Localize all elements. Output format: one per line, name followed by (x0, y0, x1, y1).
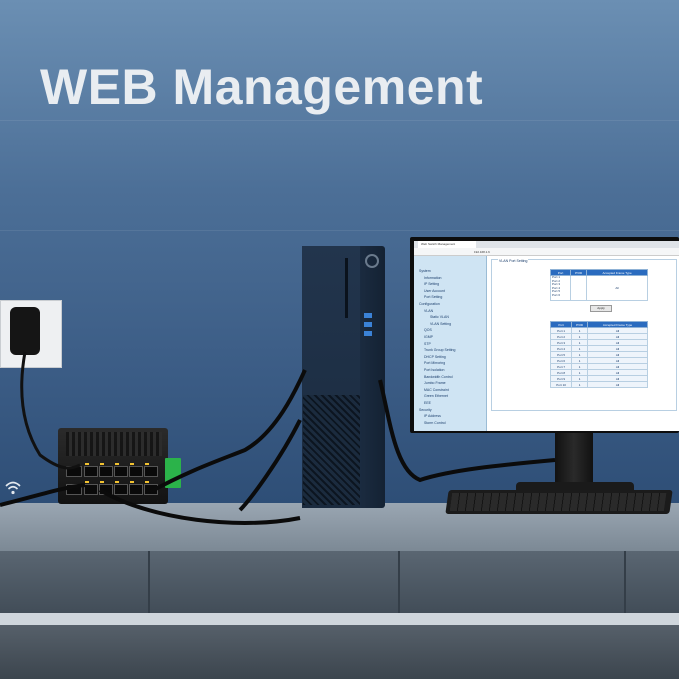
tower-drive-slot (345, 258, 348, 318)
tower-mesh-grille (303, 395, 360, 505)
port-option[interactable]: Port 3 (552, 282, 561, 287)
port-led (100, 463, 104, 465)
port-led (115, 463, 119, 465)
nav-item[interactable]: Information (424, 275, 442, 280)
nav-item[interactable]: Jumbo Frame (424, 381, 446, 386)
nav-item[interactable]: IGMP (424, 335, 433, 339)
nav-item[interactable]: IP Address (424, 414, 441, 419)
desk-front (0, 551, 679, 613)
port-led (85, 463, 89, 465)
ethernet-port (114, 466, 128, 477)
apply-button[interactable]: Apply (590, 305, 612, 312)
ethernet-cable (98, 488, 301, 525)
ethernet-port (99, 466, 113, 477)
monitor-stand-neck (555, 431, 593, 487)
port-option[interactable]: Port 2 (552, 278, 561, 283)
port-option[interactable]: Port 5 (552, 289, 561, 294)
wifi-icon (4, 480, 22, 500)
browser-tab[interactable]: Web Switch Management (418, 241, 476, 248)
usb-port (364, 331, 372, 336)
desk-rail (0, 613, 679, 625)
power-button-icon (365, 254, 379, 268)
nav-item[interactable]: MAC Constraint (424, 387, 449, 392)
nav-item[interactable]: IP Setting (424, 282, 440, 287)
port-led (85, 481, 89, 483)
nav-item[interactable]: System (419, 269, 431, 273)
display-cable (378, 379, 556, 483)
ethernet-cable (238, 419, 302, 512)
ethernet-port (84, 466, 98, 477)
table-cell: Port 10 (549, 381, 573, 388)
headline: WEB Management (40, 59, 484, 115)
frame-type-select[interactable]: All (586, 275, 648, 301)
nav-item[interactable]: Storm Control (424, 420, 446, 425)
nav-item[interactable]: VLAN Setting (430, 321, 452, 326)
wall-panel-line (0, 120, 679, 121)
nav-item[interactable]: Bandwidth Control (424, 374, 453, 379)
port-option[interactable]: Port 6 (552, 292, 561, 297)
nav-item[interactable]: User Account (424, 288, 445, 293)
floor (0, 625, 679, 679)
nav-item[interactable]: Static VLAN (430, 315, 449, 320)
nav-item[interactable]: QOS (424, 328, 432, 333)
nav-item[interactable]: Port Setting (424, 295, 443, 300)
nav-item[interactable]: VLAN (424, 308, 434, 313)
power-cable (20, 351, 81, 470)
nav-item[interactable]: Port Mirroring (424, 361, 446, 366)
ethernet-cable (0, 483, 86, 507)
nav-item[interactable]: Green Ethernet (424, 394, 448, 399)
desk-divider (148, 551, 150, 613)
port-led (130, 463, 134, 465)
wall-panel-line (0, 230, 679, 231)
port-option[interactable]: Port 4 (552, 285, 561, 290)
nav-item[interactable]: DHCP Setting (424, 354, 446, 359)
ethernet-port (84, 484, 98, 495)
browser-tab-bar: Web Switch Management (414, 241, 679, 248)
port-option[interactable]: Port 1 (552, 275, 561, 279)
usb-port (364, 313, 372, 318)
monitor-screen: Web Switch Management 192.168.1.6 System… (414, 241, 679, 431)
usb-port (364, 322, 372, 327)
nav-item[interactable]: Security (419, 407, 432, 412)
table-cell: All (587, 381, 648, 388)
vlan-port-setting-panel: VLAN Port Setting Port PVID Accepted Fra… (491, 259, 677, 411)
ethernet-port (114, 484, 128, 495)
port-led (145, 463, 149, 465)
port-led (115, 481, 119, 483)
port-led (100, 481, 104, 483)
pvid-input[interactable] (570, 275, 588, 301)
ethernet-port (129, 484, 143, 495)
power-adapter (10, 307, 40, 355)
nav-item[interactable]: Port Isolation (424, 368, 445, 372)
port-led (130, 481, 134, 483)
desk-divider (398, 551, 400, 613)
ethernet-cable (149, 369, 307, 494)
nav-item[interactable]: EEE (424, 401, 432, 405)
panel-title: VLAN Port Setting (498, 259, 529, 263)
switch-heatsink-fins (66, 432, 162, 456)
ethernet-port (129, 466, 143, 477)
nav-item[interactable]: Trunk Group Setting (424, 348, 456, 353)
desk-divider (624, 551, 626, 613)
ethernet-port (144, 466, 158, 477)
nav-item[interactable]: Configuration (419, 302, 440, 306)
nav-item[interactable]: STP (424, 341, 431, 346)
switch-content-area: VLAN Port Setting Port PVID Accepted Fra… (488, 256, 679, 431)
port-led (145, 481, 149, 483)
browser-address-bar[interactable]: 192.168.1.6 (414, 248, 679, 256)
